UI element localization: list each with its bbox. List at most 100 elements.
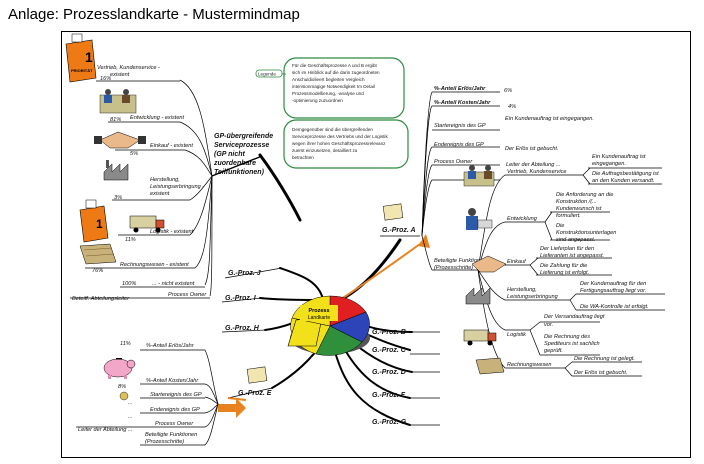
svg-text:1: 1: [85, 49, 93, 65]
svg-text:%-Anteil Kosten/Jahr: %-Anteil Kosten/Jahr: [146, 378, 199, 384]
svg-text:Konstruktion /(...: Konstruktion /(...: [556, 199, 597, 205]
svg-text:Der Erlös ist gebucht.: Der Erlös ist gebucht.: [505, 146, 558, 152]
central-pie: Prozess Landkarte: [287, 295, 370, 356]
factory-icon: [103, 160, 129, 181]
svg-text:Logistik - existent: Logistik - existent: [150, 229, 194, 235]
svg-text:16%: 16%: [100, 76, 111, 82]
svg-text:Endereignis des GP: Endereignis des GP: [434, 142, 484, 148]
priority-badge-mid-icon: 1: [79, 199, 109, 243]
svg-text:(Prozesschritte): (Prozesschritte): [434, 265, 473, 271]
money-stack-icon: [79, 243, 117, 265]
svg-text:sich im Hinblick auf die darin: sich im Hinblick auf die darin zugeordne…: [292, 70, 380, 75]
svg-text:G.-Proz. F: G.-Proz. F: [372, 392, 406, 399]
svg-text:Process Owner: Process Owner: [155, 421, 194, 427]
left-service-branch: GP-übergreifende Serviceprozesse (GP nic…: [70, 65, 273, 302]
svg-text:zuordenbare: zuordenbare: [213, 160, 256, 167]
branch-f: G.-Proz. F: [372, 392, 440, 399]
center-label-2: Landkarte: [308, 315, 330, 321]
svg-text:zuerst einzusetzen, detaillier: zuerst einzusetzen, detailliert zu: [292, 148, 358, 153]
branch-j: G.-Proz. J: [224, 267, 283, 279]
svg-text:Für die Geschäftsprozesse A un: Für die Geschäftsprozesse A und B ergibt: [292, 63, 377, 68]
svg-text:Startereignis des GP: Startereignis des GP: [150, 392, 202, 398]
svg-text:Herstellung,: Herstellung,: [507, 287, 537, 293]
right-truck-icon: [463, 329, 497, 346]
svg-text:(Prozesschritte): (Prozesschritte): [145, 439, 184, 445]
svg-text:intensionmagige Notwendigkeit: intensionmagige Notwendigkeit Im Detail: [292, 84, 375, 89]
svg-text:G.-Proz. J: G.-Proz. J: [228, 270, 262, 277]
svg-text:Einkauf - existent: Einkauf - existent: [150, 143, 193, 149]
svg-text:Leistungserbringung: Leistungserbringung: [507, 294, 559, 300]
svg-text:Demgegenüber sind die übergrei: Demgegenüber sind die übergreifenden: [292, 127, 373, 132]
svg-text:G.-Proz. B: G.-Proz. B: [372, 329, 406, 336]
svg-text:G.-Proz. D: G.-Proz. D: [372, 369, 406, 376]
svg-text:Process Owner: Process Owner: [434, 159, 473, 165]
mindmap-frame: [61, 31, 691, 458]
svg-text:1: 1: [96, 217, 103, 231]
svg-text:Die WA-Kontrolle ist erfolgt.: Die WA-Kontrolle ist erfolgt.: [580, 304, 649, 310]
svg-text:Rechnungswesen: Rechnungswesen: [507, 362, 551, 368]
svg-text:G.-Proz. E: G.-Proz. E: [238, 390, 272, 397]
right-money-icon: [475, 357, 505, 375]
legend-label: Legende: [258, 72, 276, 77]
svg-text:Rechnungswesen - existent: Rechnungswesen - existent: [120, 262, 189, 268]
branch-c: G.-Proz. C: [372, 347, 440, 355]
coin-icon: [119, 391, 129, 401]
svg-text:Vertrieb, Kundenservice -: Vertrieb, Kundenservice -: [97, 65, 160, 71]
svg-text:an den Kunden versandt.: an den Kunden versandt.: [592, 178, 655, 184]
svg-text:81%: 81%: [110, 117, 121, 123]
svg-text:geprüft.: geprüft.: [544, 348, 563, 354]
svg-text:Teilfunktionen): Teilfunktionen): [214, 169, 265, 176]
right-handshake-icon: [471, 255, 507, 273]
svg-text:Fertigungsauftrag liegt vor.: Fertigungsauftrag liegt vor.: [580, 288, 646, 294]
center-label-1: Prozess: [308, 308, 329, 314]
svg-text:Die Zahlung für die: Die Zahlung für die: [540, 263, 587, 269]
svg-text:existent: existent: [150, 191, 170, 197]
priority-note: Demgegenüber sind die übergreifenden Ser…: [283, 119, 409, 169]
svg-text:G.-Proz. C: G.-Proz. C: [372, 347, 407, 354]
svg-text:formuliert.: formuliert.: [556, 213, 581, 219]
svg-text:(GP nicht: (GP nicht: [214, 151, 246, 158]
svg-text:Der Erlös ist gebucht.: Der Erlös ist gebucht.: [574, 370, 627, 376]
svg-text:Der Lieferplan für den: Der Lieferplan für den: [540, 246, 594, 252]
svg-text:4%: 4%: [508, 104, 516, 110]
svg-text:G.-Proz. I: G.-Proz. I: [225, 295, 257, 302]
branch-a: G.-Proz. A %-Anteil Erlös/Jahr 6% %-Ante…: [339, 86, 594, 301]
branch-h: G.-Proz. H: [221, 325, 267, 333]
svg-text:11%: 11%: [125, 237, 136, 243]
branch-g: G.-Proz. G: [372, 419, 440, 426]
svg-text:GP-übergreifende: GP-übergreifende: [214, 133, 273, 140]
trunk-lines: [258, 153, 413, 426]
svg-text:Die Anforderung an die: Die Anforderung an die: [556, 192, 613, 198]
svg-text:G.-Proz. A: G.-Proz. A: [382, 227, 416, 234]
svg-text:Process Owner: Process Owner: [168, 292, 207, 298]
svg-text:Vertrieb, Kundenservice: Vertrieb, Kundenservice: [507, 169, 567, 175]
svg-text:Leiter der Abteilung ...: Leiter der Abteilung ...: [506, 162, 561, 168]
svg-text:Leistungserbringung -: Leistungserbringung -: [150, 184, 204, 190]
svg-text:Beteiligte Funktionen: Beteiligte Funktionen: [434, 258, 486, 264]
svg-text:8%: 8%: [118, 384, 126, 390]
svg-text:Die Auftragsbestätigung ist: Die Auftragsbestätigung ist: [592, 171, 659, 177]
svg-text:Lieferung ist erfolgt.: Lieferung ist erfolgt.: [540, 270, 589, 276]
right-functions: Vertrieb, Kundenservice Ein Kundenauftra…: [477, 154, 665, 377]
svg-text:Die: Die: [556, 223, 564, 229]
svg-text:Kundenwunsch ist: Kundenwunsch ist: [556, 206, 602, 212]
svg-text:Prozessmodellierung, -analyse: Prozessmodellierung, -analyse und: [292, 91, 364, 96]
svg-text:Entwicklung: Entwicklung: [507, 216, 538, 222]
branch-d: G.-Proz. D: [372, 369, 440, 376]
svg-text:betrachten: betrachten: [292, 155, 314, 160]
svg-text:Spediteurs ist sachlich: Spediteurs ist sachlich: [544, 341, 600, 347]
svg-text:Der Versandauftrag liegt: Der Versandauftrag liegt: [544, 314, 605, 320]
svg-text:Die Rechnung ist gelegt.: Die Rechnung ist gelegt.: [574, 356, 635, 362]
svg-text:%-Anteil Erlös/Jahr: %-Anteil Erlös/Jahr: [146, 343, 195, 349]
svg-text:Konstruktionsunterlagen: Konstruktionsunterlagen: [556, 230, 616, 236]
svg-text:Lieferanten ist angepasst.: Lieferanten ist angepasst.: [540, 253, 604, 259]
svg-text:vor.: vor.: [544, 322, 553, 328]
svg-text:11%: 11%: [120, 341, 131, 347]
svg-text:Logistik: Logistik: [507, 332, 527, 338]
svg-text:Ein Kundenauftrag ist: Ein Kundenauftrag ist: [592, 154, 646, 160]
branch-e: G.-Proz. E %-Anteil Erlös/Jahr 11% %-Ant…: [76, 341, 273, 446]
svg-text:5%: 5%: [130, 151, 138, 157]
svg-text:Entwicklung - existent: Entwicklung - existent: [130, 115, 185, 121]
svg-text:Startereignis des GP: Startereignis des GP: [434, 123, 486, 129]
svg-text:Der Kundenauftrag für den: Der Kundenauftrag für den: [580, 281, 646, 287]
